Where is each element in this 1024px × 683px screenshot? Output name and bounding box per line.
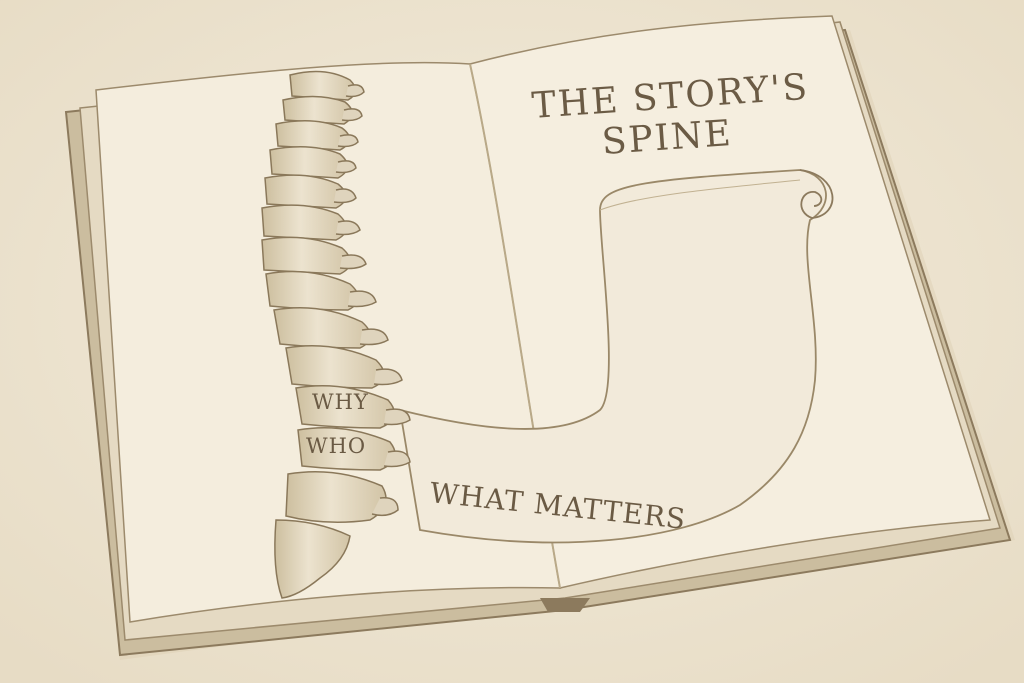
vertebral-column bbox=[261, 70, 411, 599]
scroll-banner bbox=[398, 169, 834, 544]
vertebra-label-why: WHY bbox=[312, 390, 369, 414]
spine-bottom bbox=[540, 598, 590, 612]
vertebra-label-who: WHO bbox=[306, 434, 367, 458]
